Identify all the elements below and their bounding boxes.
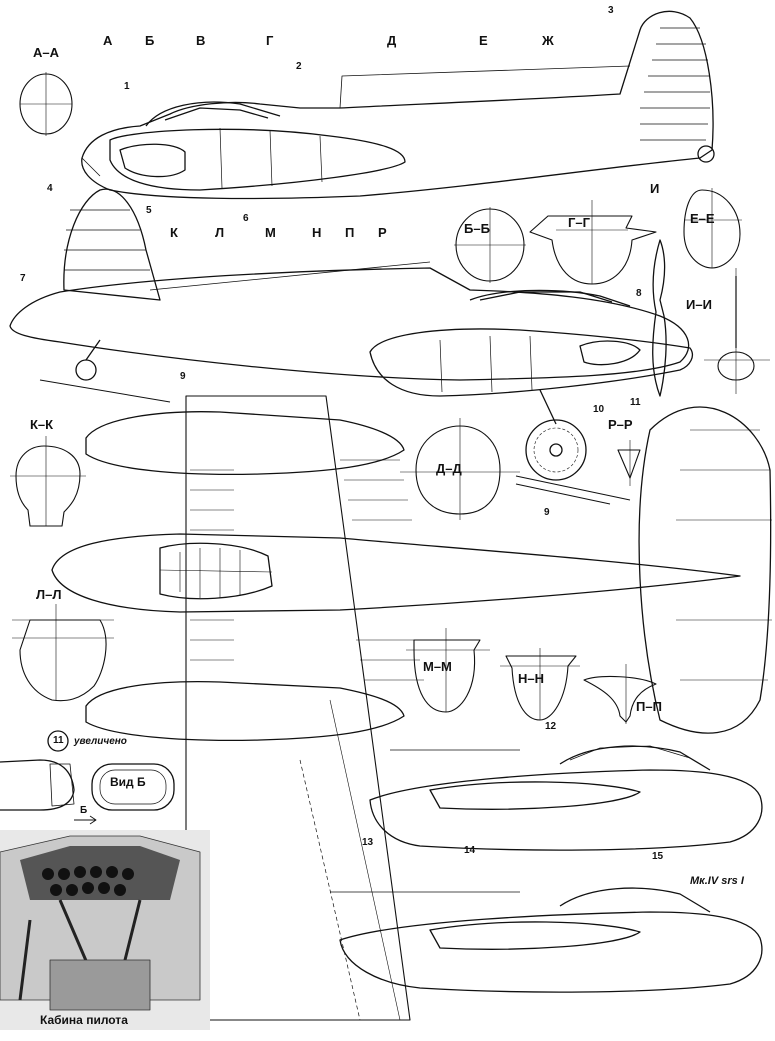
section-n-n-shape	[505, 655, 577, 721]
callout-9: 9	[180, 371, 186, 382]
view-arrow-letter: Б	[80, 805, 88, 816]
station-letter-l: Л	[215, 225, 226, 240]
callout-8: 8	[636, 288, 642, 299]
callout-12: 12	[545, 721, 557, 732]
section-d-d-shape	[415, 425, 501, 515]
section-m-m-shape	[413, 639, 481, 713]
callout-9-plan: 9	[544, 507, 550, 518]
detail-number: 11	[53, 735, 64, 746]
side-view-middle	[9, 188, 694, 505]
section-g-g-shape	[529, 215, 657, 285]
section-r-r-shape	[617, 449, 641, 479]
callout-4: 4	[47, 183, 53, 194]
station-letter-i: И	[650, 181, 661, 196]
callout-1: 1	[124, 81, 130, 92]
station-letter-k: К	[170, 225, 179, 240]
side-view-lower-1	[369, 745, 763, 851]
section-label-b-b: Б–Б	[464, 221, 490, 236]
station-letter-r: Р	[378, 225, 388, 240]
plan-view	[51, 395, 772, 1021]
station-letter-a: А	[103, 33, 114, 48]
callout-15: 15	[652, 851, 664, 862]
section-label-e-e: Е–Е	[690, 211, 715, 226]
station-letter-b: Б	[145, 33, 156, 48]
section-label-d-d: Д–Д	[436, 461, 462, 476]
station-letter-v: В	[196, 33, 207, 48]
section-l-l-shape	[19, 619, 107, 702]
variant-label: Мк.IV srs I	[690, 875, 744, 887]
station-letter-e: Е	[479, 33, 489, 48]
callout-14: 14	[464, 845, 476, 856]
section-p-p-shape	[583, 676, 657, 723]
section-label-r-r: Р–Р	[608, 417, 633, 432]
cockpit-caption: Кабина пилота	[40, 1013, 128, 1027]
station-letter-p: П	[345, 225, 356, 240]
section-label-g-g: Г–Г	[568, 215, 590, 230]
station-letter-n: Н	[312, 225, 323, 240]
station-letter-zh: Ж	[542, 33, 555, 48]
detail-11	[0, 730, 175, 825]
station-letter-g: Г	[266, 33, 275, 48]
callout-13: 13	[362, 837, 374, 848]
section-label-n-n: Н–Н	[518, 671, 545, 686]
view-label: Вид Б	[110, 775, 146, 789]
callout-6: 6	[243, 213, 249, 224]
section-label-a-a: А–А	[33, 45, 60, 60]
section-label-l-l: Л–Л	[36, 587, 62, 602]
callout-3: 3	[608, 5, 614, 16]
section-k-k-shape	[15, 445, 81, 527]
side-view-top	[81, 10, 715, 200]
section-label-k-k: К–К	[30, 417, 54, 432]
station-letter-d: Д	[387, 33, 398, 48]
section-label-m-m: М–М	[423, 659, 452, 674]
cockpit-illustration	[0, 830, 210, 1030]
station-letter-m: М	[265, 225, 277, 240]
section-label-i-i: И–И	[686, 297, 712, 312]
side-view-lower-2	[330, 887, 763, 993]
callout-11: 11	[630, 397, 641, 408]
detail-caption: увеличено	[74, 736, 127, 747]
callout-2: 2	[296, 61, 302, 72]
section-outlines	[10, 72, 770, 724]
callout-7: 7	[20, 273, 26, 284]
callout-5: 5	[146, 205, 152, 216]
callout-10: 10	[593, 404, 605, 415]
section-label-p-p: П–П	[636, 699, 662, 714]
